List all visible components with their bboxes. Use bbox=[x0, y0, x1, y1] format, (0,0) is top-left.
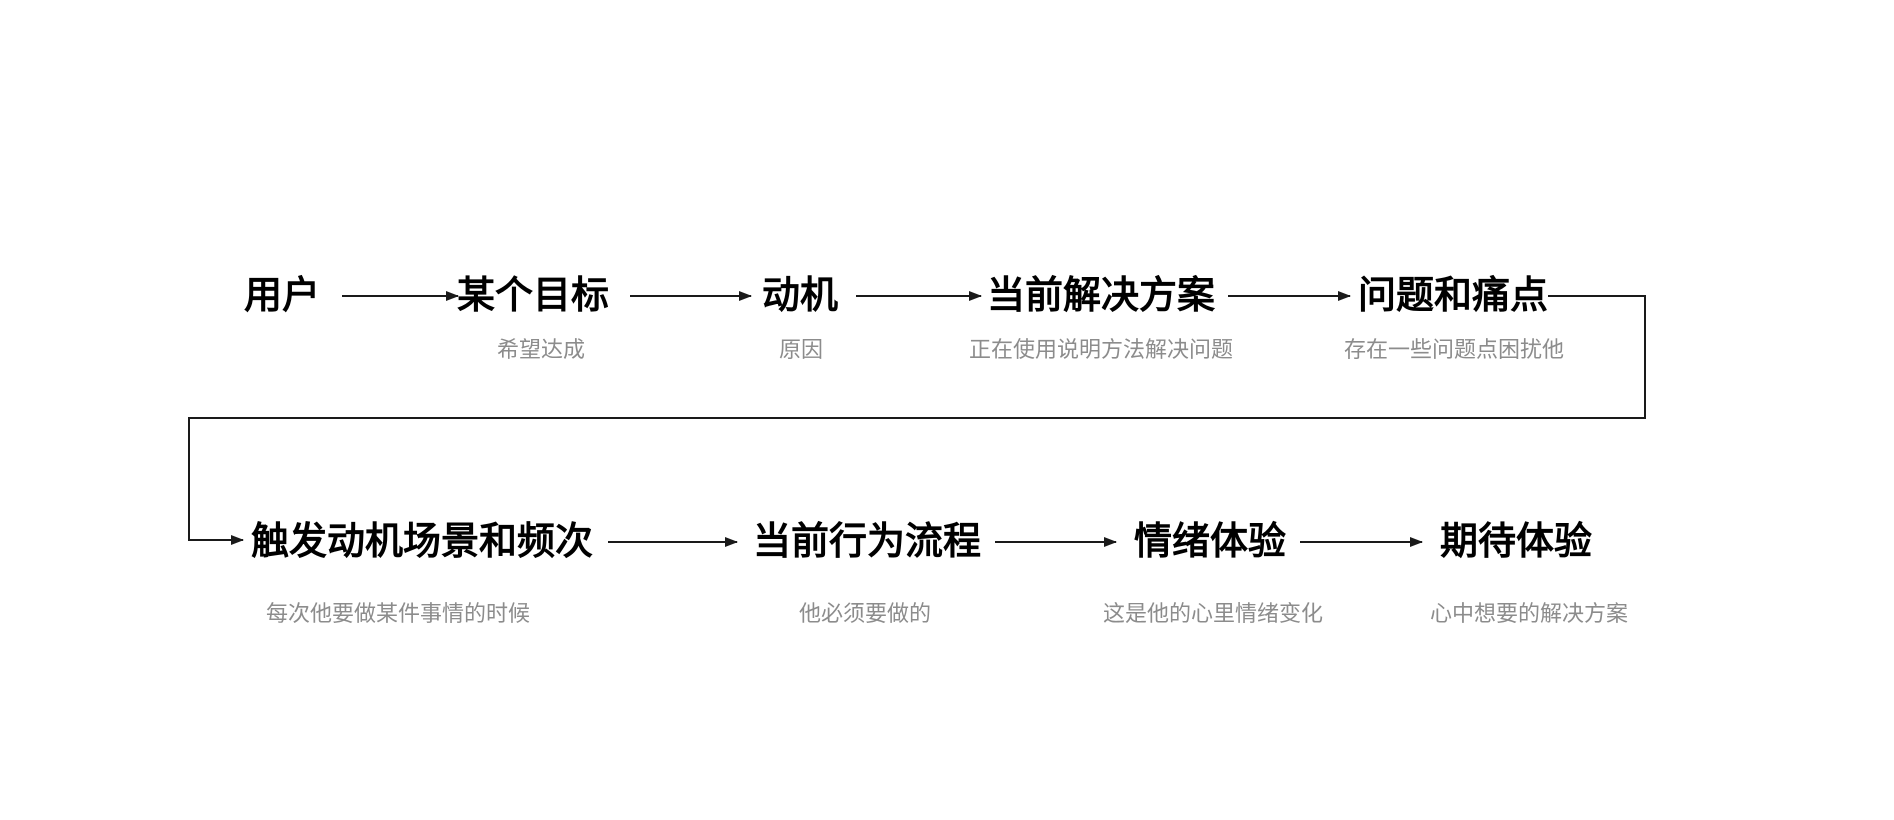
node-title-current-solution: 当前解决方案 bbox=[986, 275, 1216, 317]
node-title-trigger-scene-frequency: 触发动机场景和频次 bbox=[250, 521, 594, 563]
node-title-pain-points: 问题和痛点 bbox=[1357, 275, 1549, 317]
node-subtitle-emotional-experience: 这是他的心里情绪变化 bbox=[1102, 601, 1324, 626]
node-title-user: 用户 bbox=[243, 275, 321, 317]
node-subtitle-goal: 希望达成 bbox=[496, 337, 586, 362]
node-subtitle-trigger-scene-frequency: 每次他要做某件事情的时候 bbox=[265, 601, 531, 626]
node-subtitle-motivation: 原因 bbox=[778, 337, 824, 362]
node-subtitle-pain-points: 存在一些问题点困扰他 bbox=[1343, 337, 1565, 362]
connector-pain-points-to-trigger bbox=[188, 295, 1646, 545]
node-subtitle-current-solution: 正在使用说明方法解决问题 bbox=[968, 337, 1234, 362]
node-title-emotional-experience: 情绪体验 bbox=[1133, 521, 1287, 563]
node-subtitle-expected-experience: 心中想要的解决方案 bbox=[1429, 601, 1629, 626]
node-title-expected-experience: 期待体验 bbox=[1439, 521, 1593, 563]
node-title-goal: 某个目标 bbox=[456, 275, 610, 317]
node-subtitle-current-behavior-flow: 他必须要做的 bbox=[798, 601, 932, 626]
node-title-current-behavior-flow: 当前行为流程 bbox=[752, 521, 982, 563]
node-title-motivation: 动机 bbox=[761, 275, 839, 317]
